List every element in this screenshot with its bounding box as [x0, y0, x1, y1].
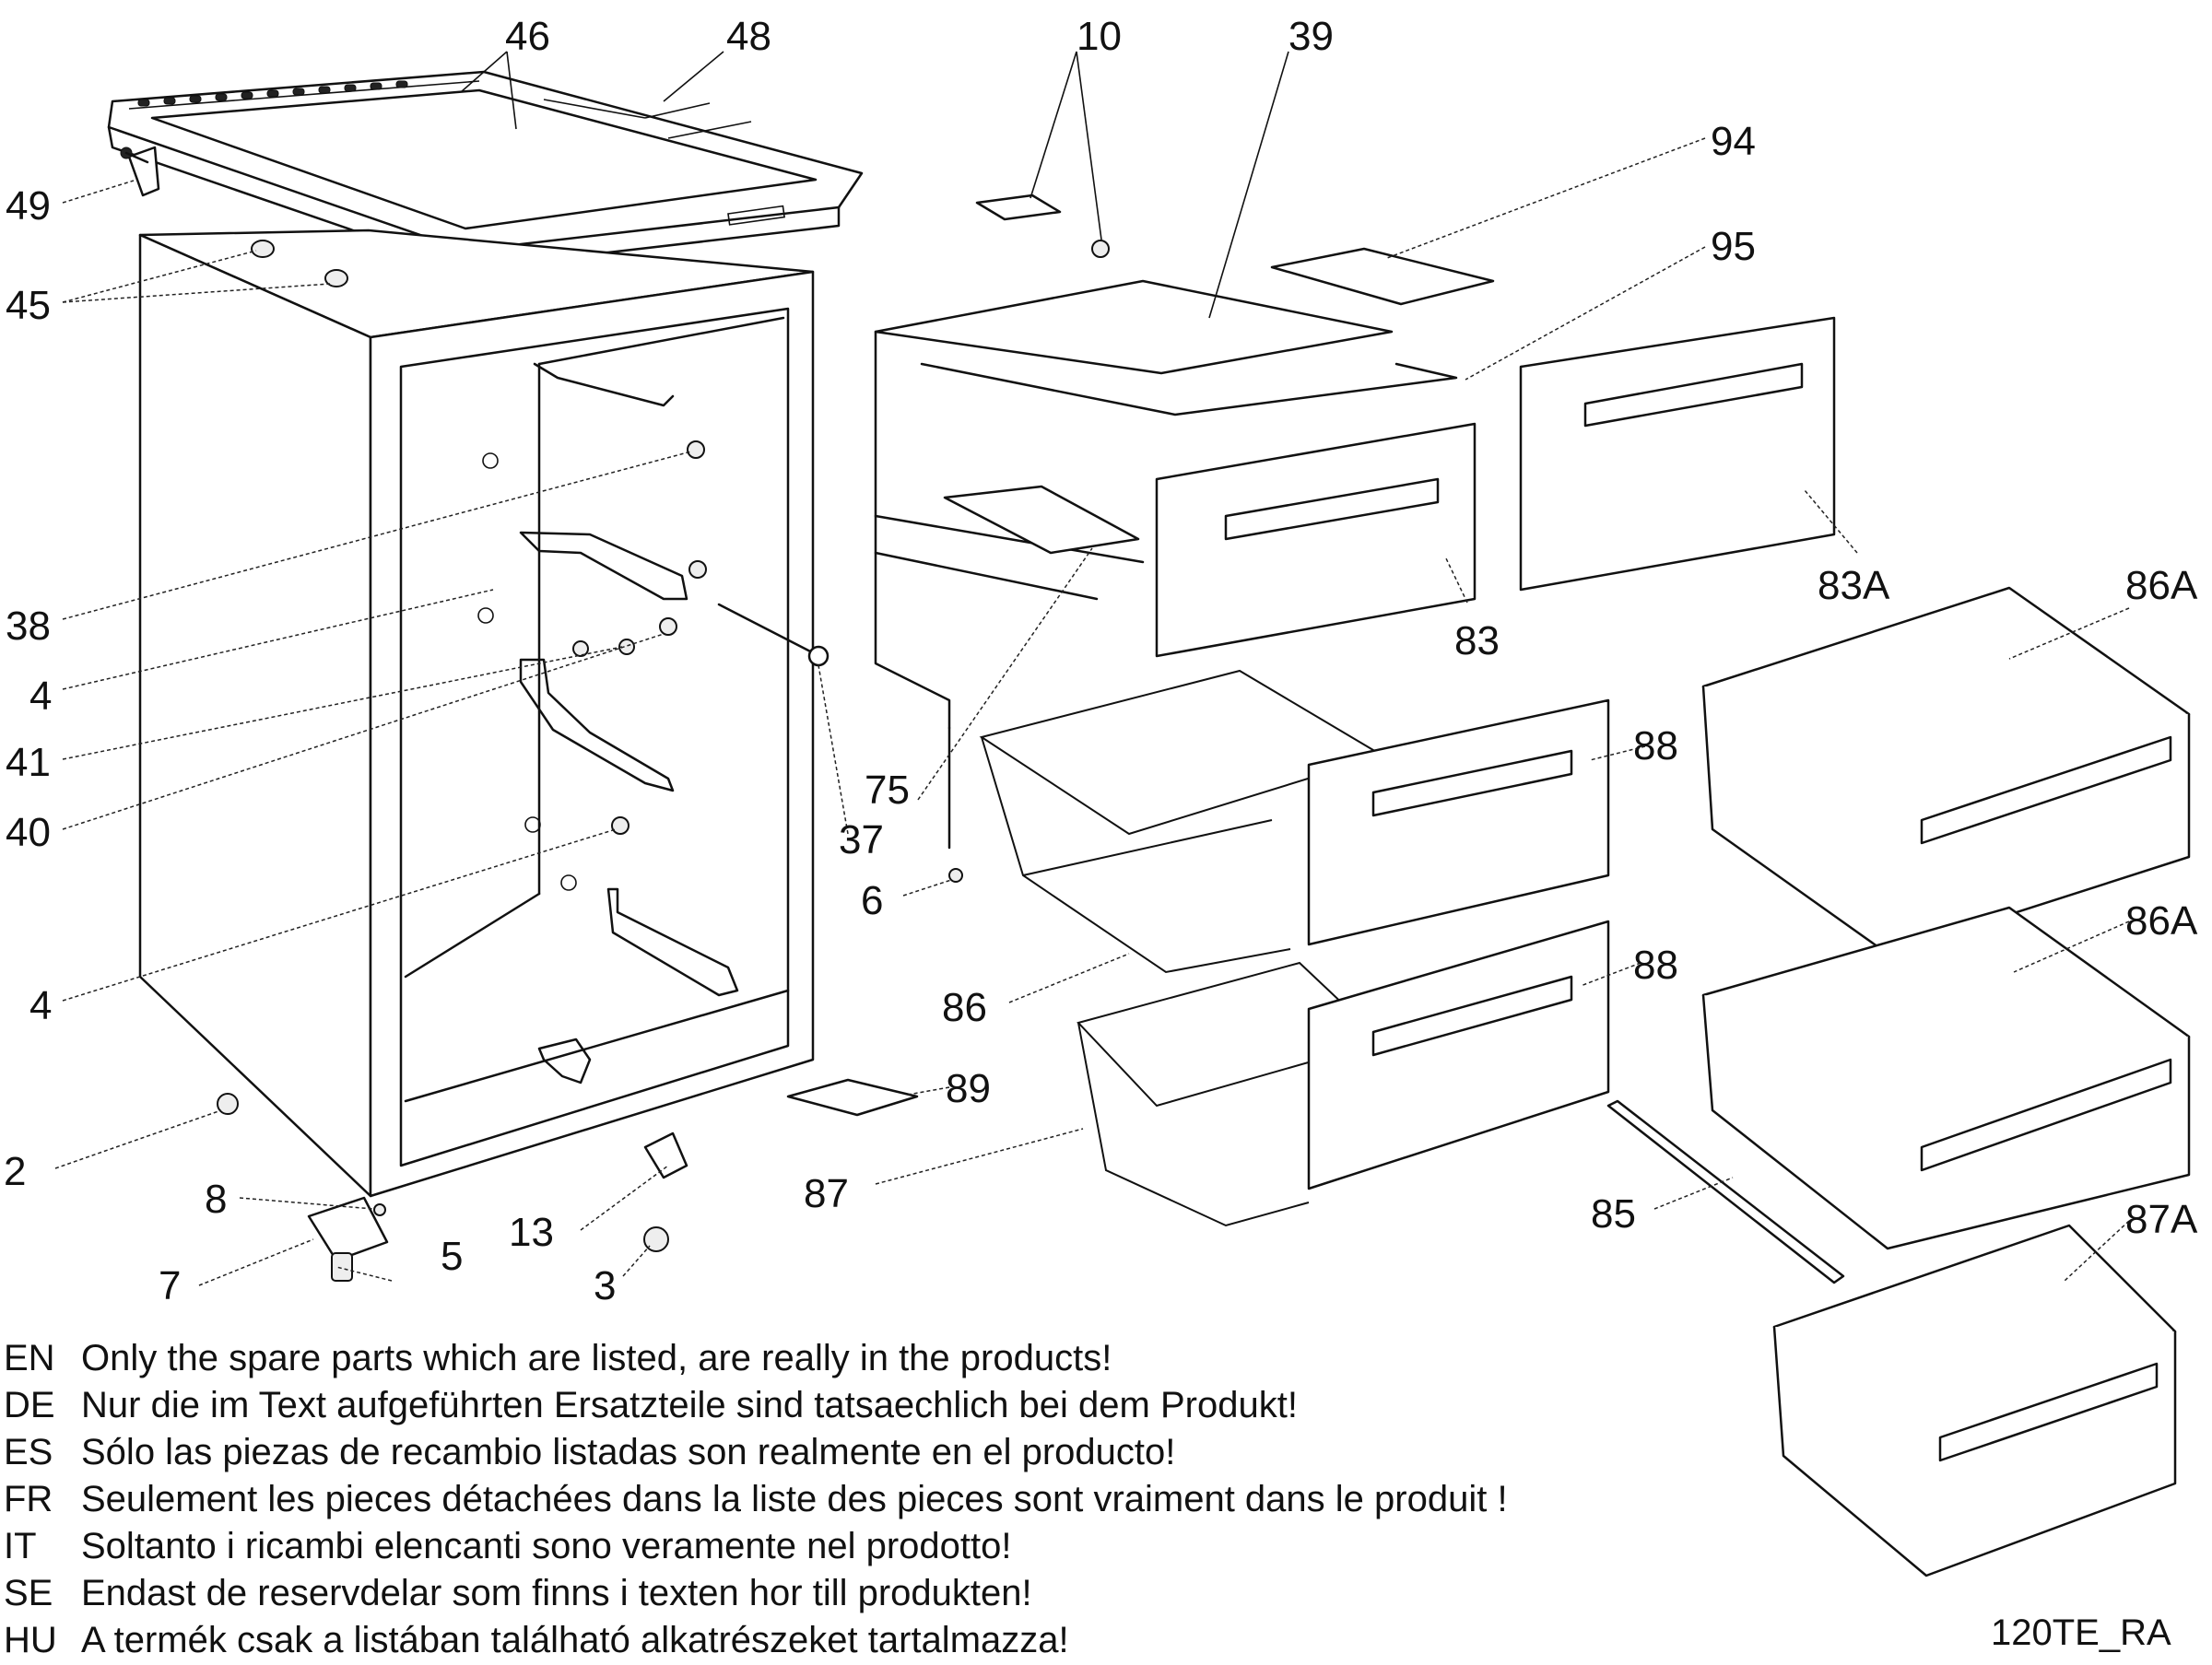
callout-6: 6 [861, 878, 883, 923]
freezer-compartment [874, 247, 1836, 850]
note-language-code: DE [4, 1385, 55, 1425]
callout-10: 10 [1077, 14, 1122, 59]
note-text: Nur die im Text aufgeführten Ersatzteile… [81, 1385, 1298, 1425]
callout-48: 48 [726, 14, 771, 59]
rail-and-latch [786, 1078, 1845, 1284]
callout-37: 37 [839, 817, 884, 862]
callout-86a-lower: 86A [2125, 898, 2198, 944]
callout-46: 46 [505, 14, 550, 59]
callout-87a: 87A [2125, 1197, 2198, 1242]
callout-39: 39 [1288, 14, 1334, 59]
callout-87: 87 [804, 1171, 849, 1216]
note-text: A termék csak a listában található alkat… [81, 1620, 1069, 1660]
callout-2: 2 [4, 1149, 26, 1194]
note-language-code: FR [4, 1479, 53, 1519]
callout-45: 45 [6, 283, 51, 328]
callout-89: 89 [946, 1066, 991, 1111]
hinge-10-part [975, 193, 1110, 258]
hinge-49-part [120, 146, 160, 197]
note-language-code: ES [4, 1432, 53, 1472]
callout-4-upper: 4 [29, 674, 52, 719]
note-text: Soltanto i ricambi elencanti sono verame… [81, 1526, 1012, 1566]
callout-85: 85 [1591, 1191, 1636, 1237]
note-text: Sólo las piezas de recambio listadas son… [81, 1432, 1176, 1472]
note-language-code: IT [4, 1526, 37, 1566]
callout-7: 7 [159, 1263, 181, 1308]
callout-3: 3 [594, 1263, 616, 1308]
callout-38: 38 [6, 604, 51, 649]
note-language-code: SE [4, 1573, 53, 1613]
callout-labels: 46 48 10 39 94 95 49 45 38 4 41 40 4 2 8… [4, 14, 2198, 1308]
crisper-drawers [1701, 586, 2191, 1577]
callout-94: 94 [1711, 119, 1756, 164]
callout-40: 40 [6, 810, 51, 855]
callout-5: 5 [441, 1234, 463, 1279]
cabinet-part [138, 229, 815, 1198]
callout-41: 41 [6, 740, 51, 785]
wire-baskets [979, 669, 1610, 1227]
drawing-code: 120TE_RA [1991, 1612, 2171, 1653]
leader-lines [54, 51, 2130, 1286]
callout-83: 83 [1454, 618, 1500, 663]
callout-75: 75 [865, 768, 910, 813]
callout-86a-upper: 86A [2125, 563, 2198, 608]
callout-49: 49 [6, 183, 51, 229]
callout-83a: 83A [1818, 563, 1890, 608]
callout-86: 86 [942, 985, 987, 1030]
callout-95: 95 [1711, 224, 1756, 269]
callout-13: 13 [509, 1210, 554, 1255]
callout-88-lower: 88 [1633, 943, 1678, 988]
callout-8: 8 [205, 1177, 227, 1222]
note-text: Endast de reservdelar som finns i texten… [81, 1573, 1032, 1613]
callout-88-upper: 88 [1633, 723, 1678, 768]
small-fasteners [217, 440, 963, 1282]
callout-4-lower: 4 [29, 983, 52, 1028]
note-text: Only the spare parts which are listed, a… [81, 1338, 1112, 1378]
note-language-code: EN [4, 1338, 55, 1378]
note-language-code: HU [4, 1620, 57, 1660]
note-text: Seulement les pieces détachées dans la l… [81, 1479, 1508, 1519]
